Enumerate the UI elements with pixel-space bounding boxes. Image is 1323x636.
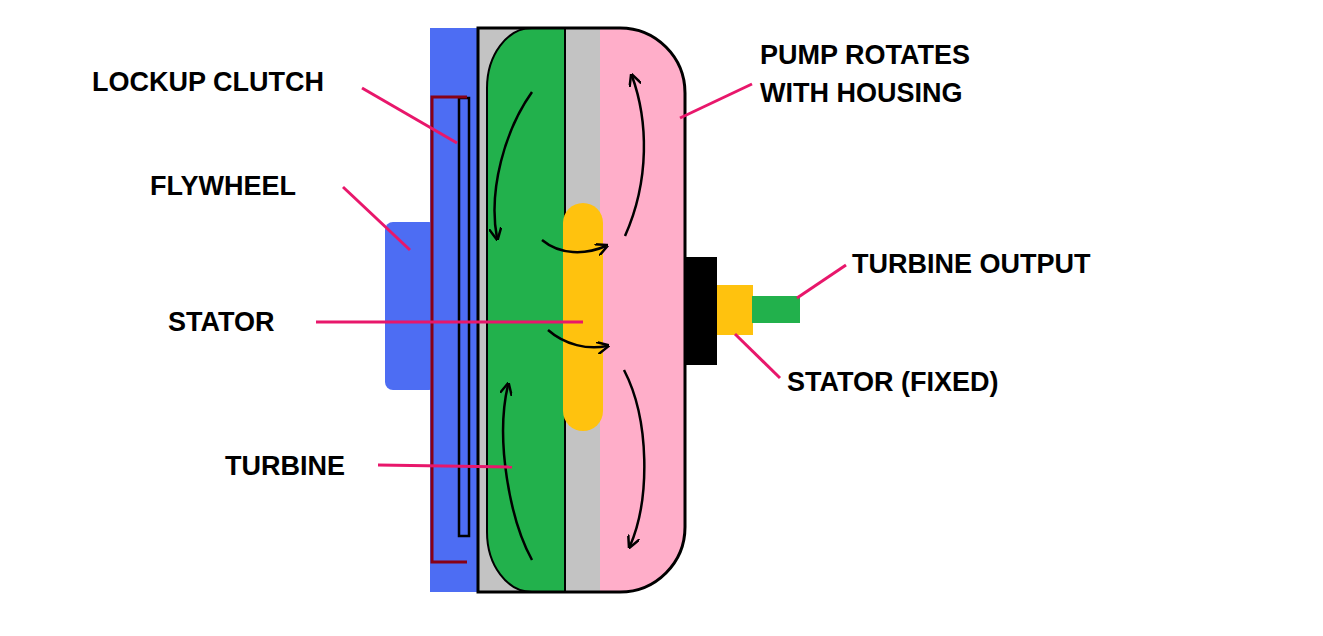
turbine-output-shaft	[752, 296, 800, 323]
housing	[478, 28, 685, 592]
turbine	[487, 28, 565, 592]
part-label: STATOR (FIXED)	[787, 363, 999, 401]
lockup-clutch-plate	[459, 98, 469, 536]
leader-lines	[316, 84, 846, 467]
flywheel-hub	[385, 222, 437, 390]
housing-outline	[478, 28, 685, 592]
part-label: TURBINE	[225, 447, 345, 485]
part-label: FLYWHEEL	[150, 167, 296, 205]
flywheel-plate	[430, 28, 480, 592]
part-label: LOCKUP CLUTCH	[92, 63, 324, 101]
lockup-clutch-bracket	[432, 97, 467, 562]
stator	[563, 203, 603, 431]
part-label: TURBINE OUTPUT	[852, 245, 1091, 283]
fluid-flow-arrows	[495, 76, 645, 560]
part-label: PUMP ROTATES WITH HOUSING	[760, 36, 1032, 112]
pump	[600, 28, 685, 592]
stator-shaft	[717, 285, 753, 335]
pump-hub	[685, 257, 717, 365]
part-label: STATOR	[168, 303, 275, 341]
